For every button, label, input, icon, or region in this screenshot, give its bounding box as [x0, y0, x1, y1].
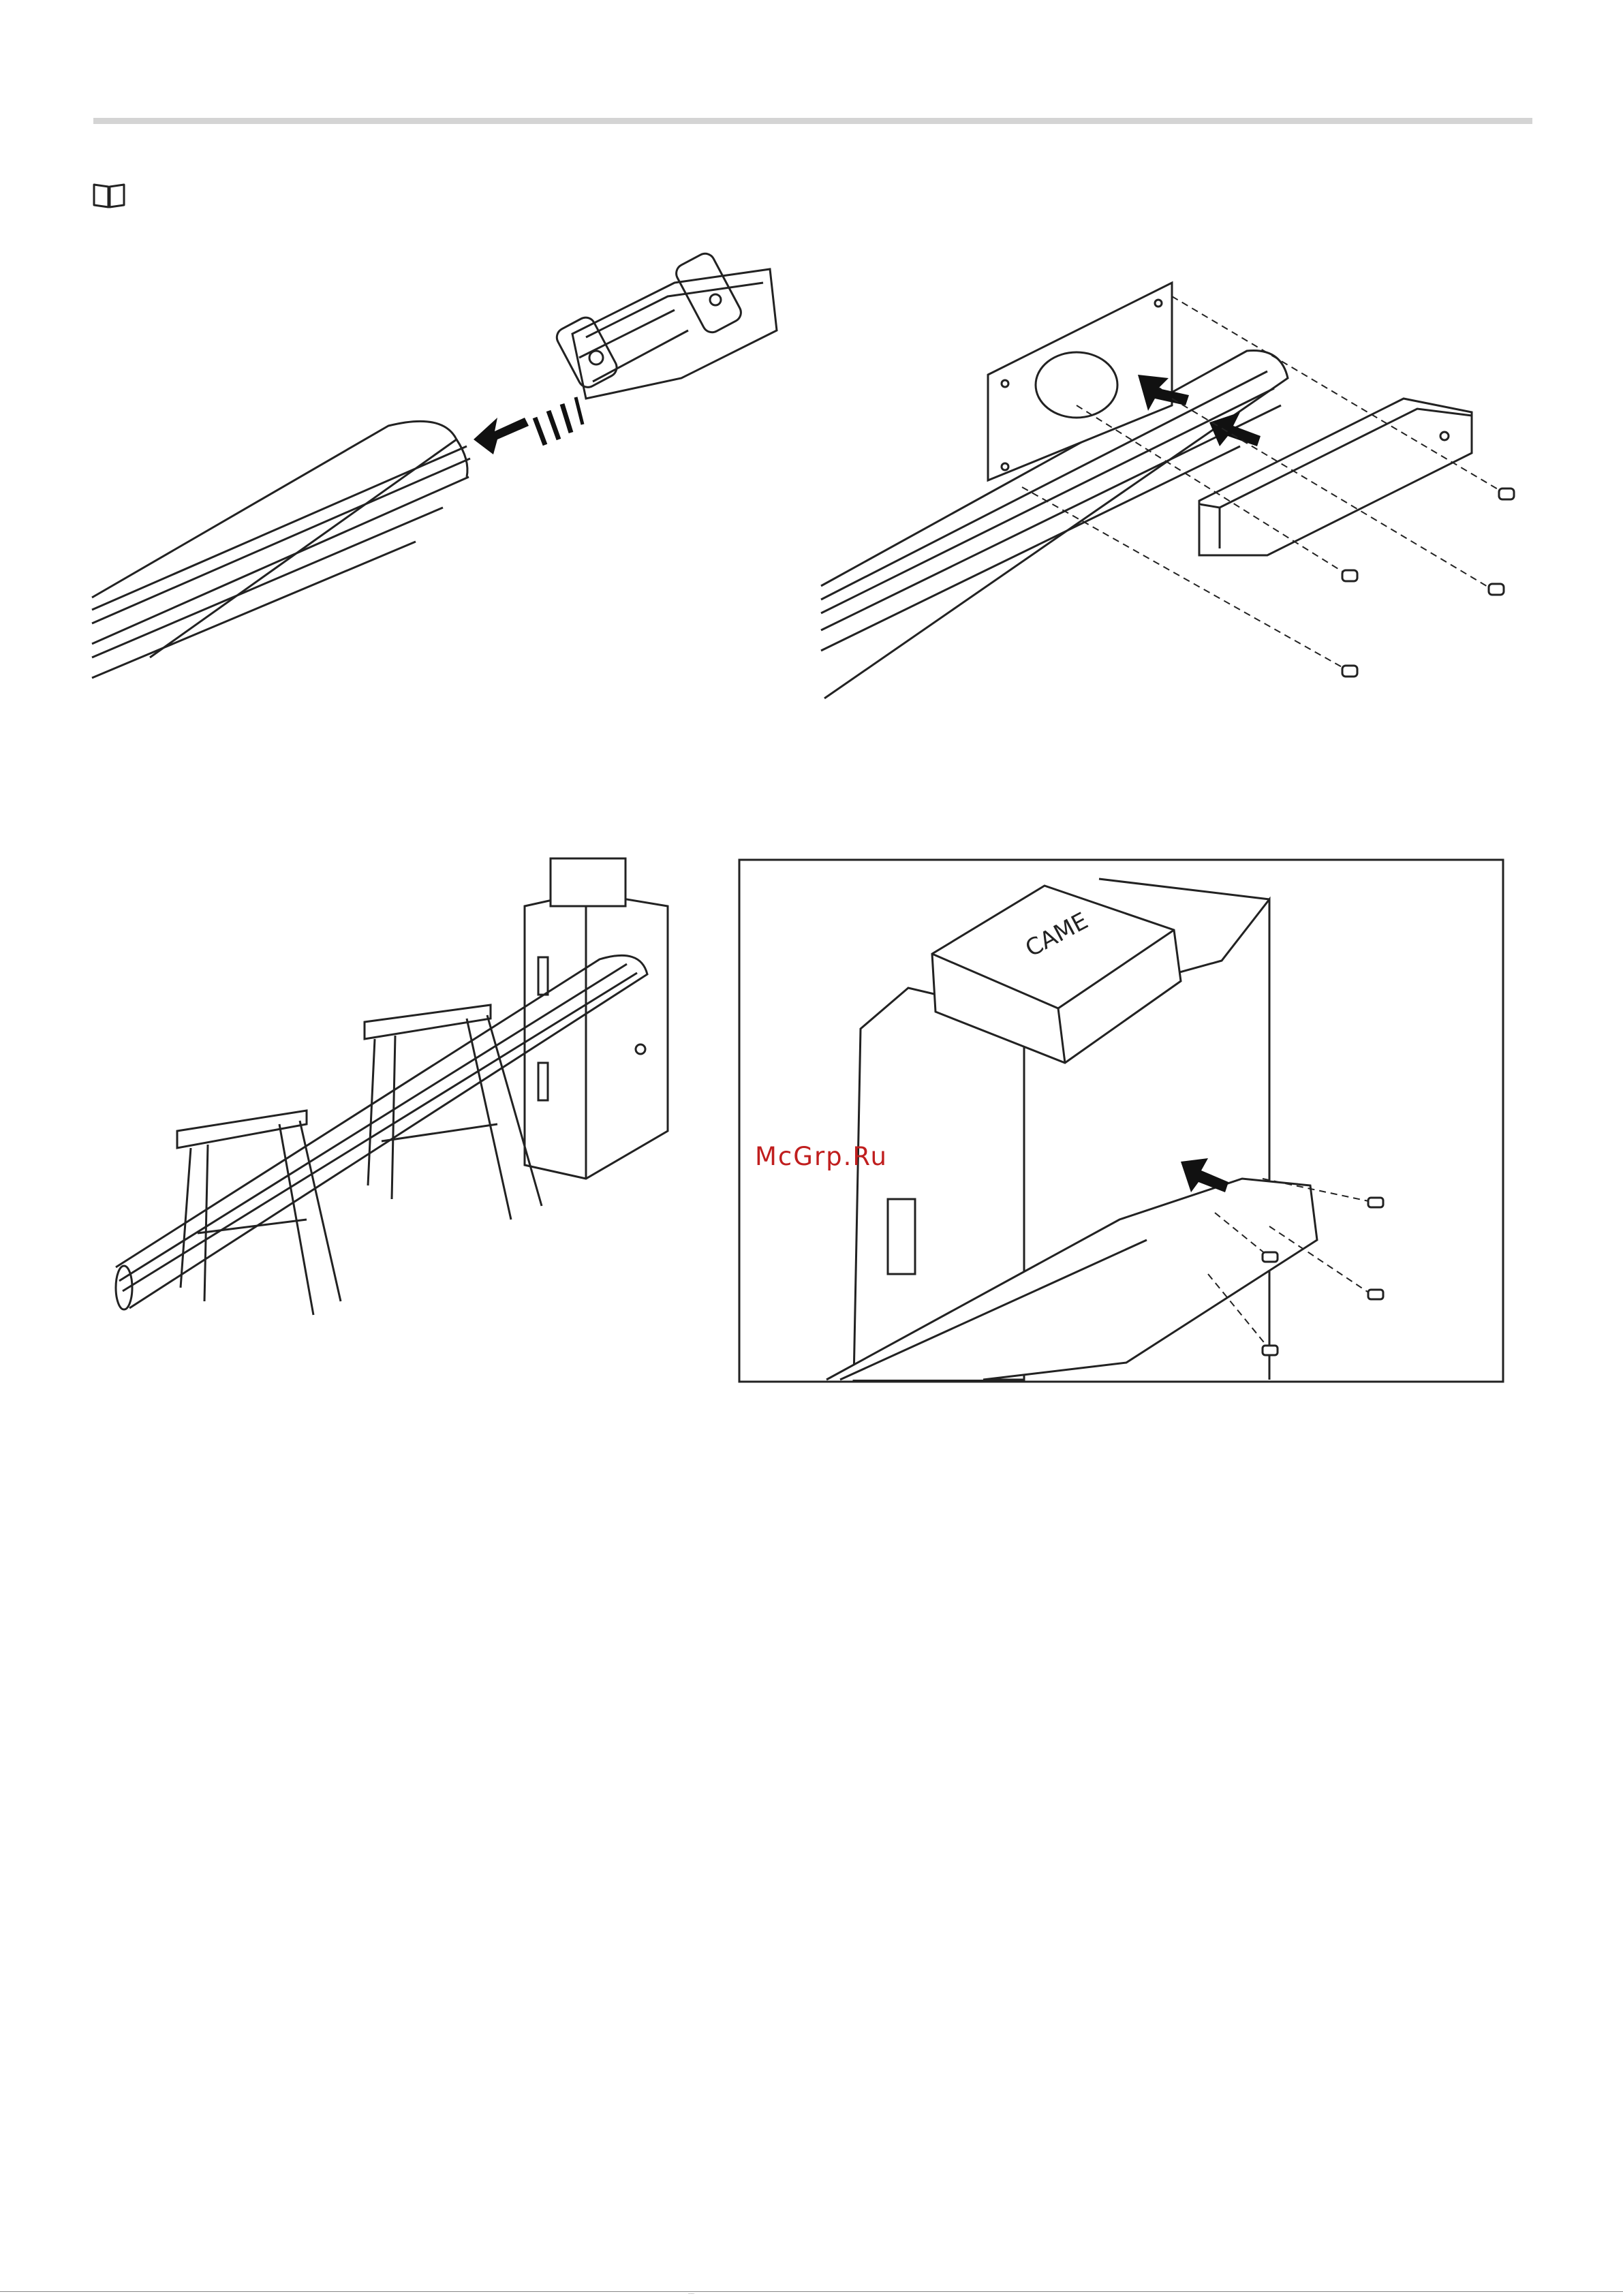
footer-rule — [0, 2291, 1623, 2292]
fig-boom-on-trestles — [109, 838, 715, 1363]
push-arrow-icon — [474, 397, 583, 454]
fig-fit-flange-and-cover — [818, 269, 1533, 712]
joint-insert — [553, 250, 777, 399]
footer-mark: ----- — [688, 2292, 694, 2296]
fig-detail-fasten-boom: CAME — [738, 858, 1504, 1383]
screw-icon — [1342, 488, 1514, 677]
header-rule — [93, 118, 1532, 124]
watermark: McGrp.Ru — [755, 1142, 888, 1171]
brand-badge — [888, 1199, 915, 1274]
boom-profile — [92, 421, 470, 678]
cover-channel — [1199, 399, 1472, 555]
barrier-cabinet — [525, 858, 668, 1179]
fig-insert-joint-into-boom — [89, 242, 784, 719]
page-footer: ----- — [0, 2291, 1623, 2295]
open-book-icon — [92, 181, 126, 208]
